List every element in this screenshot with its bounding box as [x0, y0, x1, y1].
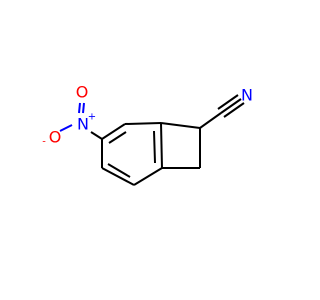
atom-nitrile-n: N [241, 86, 253, 105]
bond-c7-cn [199, 112, 222, 129]
bond-c2-c3-inner [153, 130, 156, 164]
atom-nitro-n-charge: + [88, 112, 96, 123]
bond-c2-c3 [160, 122, 163, 169]
bond-c1-c2 [124, 122, 162, 125]
molecule-structure-diagram: N N + O O - [42, 83, 253, 186]
bond-triple-b [217, 94, 239, 110]
bond-nitro-oxygen-left [59, 124, 73, 132]
atom-oxygen-top: O [76, 83, 89, 102]
bond-c2-c7 [160, 122, 201, 129]
bond-c4-c5-inner [107, 163, 131, 178]
bond-c4-c5 [101, 167, 135, 186]
bond-nitro-oxygen-top [82, 102, 85, 114]
atom-oxygen-left-charge: - [42, 137, 46, 148]
bond-c6-c1-inner [108, 131, 127, 144]
bond-nitro-oxygen-top-2 [78, 102, 81, 114]
bond-c6-c1 [101, 123, 126, 140]
bond-c6-nitro [90, 131, 103, 140]
bond-triple-c [223, 102, 245, 118]
bond-c3-c4 [133, 167, 163, 186]
atom-nitro-n: N [77, 115, 89, 134]
bond-triple-a [220, 98, 242, 114]
atom-oxygen-left: O [49, 128, 62, 147]
